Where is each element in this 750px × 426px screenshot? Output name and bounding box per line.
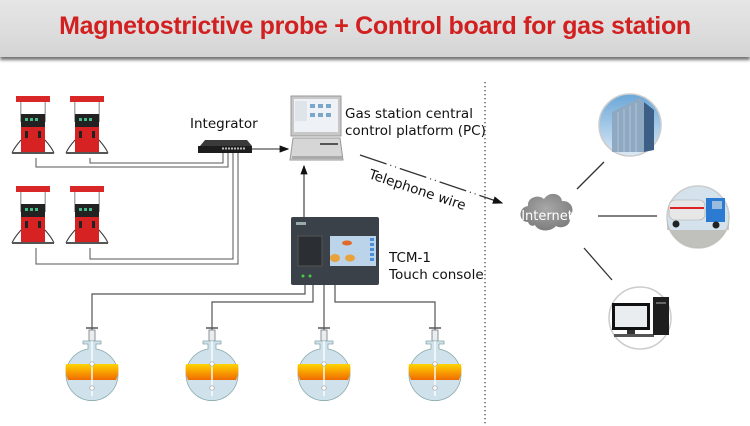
integrator-label: Integrator — [190, 116, 258, 132]
office-building-icon — [598, 93, 662, 157]
fuel-tank-icon — [407, 315, 463, 402]
fuel-dispenser-icon — [11, 185, 55, 245]
console-label-line1: TCM-1 — [389, 250, 431, 266]
title-banner: Magnetostrictive probe + Control board f… — [0, 0, 750, 57]
remote-computer-icon — [608, 286, 672, 350]
probe-cables — [91, 283, 436, 316]
page-title: Magnetostrictive probe + Control board f… — [59, 12, 691, 40]
fuel-dispenser-icon — [65, 95, 109, 155]
touch-console-icon — [291, 217, 379, 285]
desktop-pc-icon — [289, 95, 344, 161]
fuel-dispenser-icon — [65, 185, 109, 245]
pc-label-line2: control platform (PC) — [345, 123, 486, 139]
internet-label: Internet — [521, 209, 573, 224]
cloud-icon — [520, 193, 573, 231]
telephone-wire-label: Telephone wire — [366, 166, 468, 214]
fuel-tank-icon — [64, 315, 120, 402]
network-switch-icon — [198, 140, 252, 153]
fuel-dispenser-icon — [11, 95, 55, 155]
tanker-truck-icon — [666, 185, 730, 249]
fuel-tank-icon — [184, 315, 240, 402]
pc-label-line1: Gas station central — [345, 106, 473, 122]
internet-links — [576, 161, 657, 281]
dispenser-cables — [35, 150, 239, 265]
telephone-wire-link — [359, 154, 504, 204]
fuel-tank-icon — [296, 315, 352, 402]
console-label-line2: Touch console — [389, 267, 484, 283]
